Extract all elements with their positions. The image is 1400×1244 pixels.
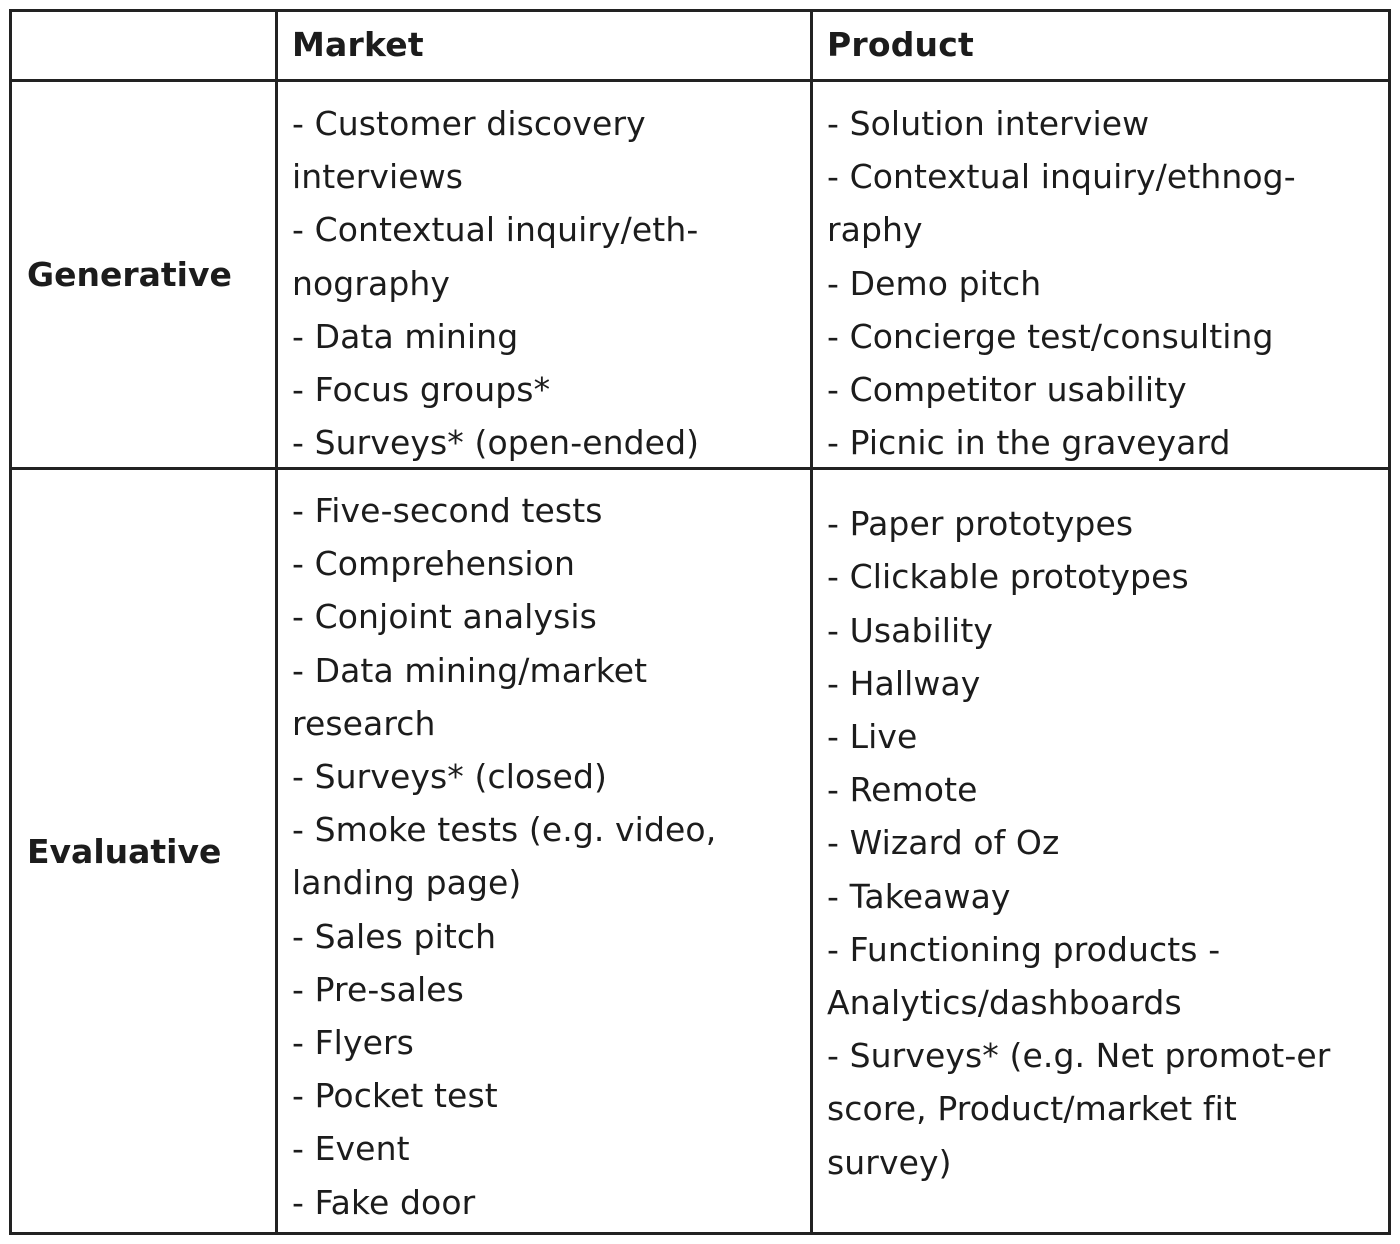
row-header-generative: Generative xyxy=(12,82,278,470)
list-item: - Conjoint analysis xyxy=(292,597,597,637)
list-item: - Surveys* (e.g. Net promot-er score, Pr… xyxy=(827,1036,1331,1182)
evaluative-product-cell: - Paper prototypes - Clickable prototype… xyxy=(813,470,1388,1232)
row-header-evaluative: Evaluative xyxy=(12,470,278,1232)
list-item: - Pre-sales xyxy=(292,969,464,1009)
list-item: - Usability xyxy=(827,610,993,650)
list-item: - Clickable prototypes xyxy=(827,557,1189,597)
list-item: - Flyers xyxy=(292,1023,414,1063)
list-item: - Surveys* (closed) xyxy=(292,757,607,797)
list-item: - Customer discovery interviews xyxy=(292,104,646,197)
list-item: - Data mining xyxy=(292,316,519,356)
list-item: - Smoke tests (e.g. video, landing page) xyxy=(292,810,717,903)
list-item: - Contextual inquiry/ethnog-raphy xyxy=(827,157,1296,250)
list-item: - Demo pitch xyxy=(827,263,1042,303)
list-item: - Solution interview xyxy=(827,104,1150,143)
list-item: - Competitor usability xyxy=(827,370,1187,410)
list-item: - Contextual inquiry/eth-nography xyxy=(292,210,699,303)
list-item: - Fake door xyxy=(292,1182,476,1222)
list-item: - Data mining/market research xyxy=(292,650,648,743)
list-item: - Surveys* (open-ended) xyxy=(292,423,700,463)
list-item: - Focus groups* xyxy=(292,370,551,410)
list-item: - Wizard of Oz xyxy=(827,823,1060,863)
list-item: - Paper prototypes xyxy=(827,504,1134,544)
list-item: - Takeaway xyxy=(827,876,1011,916)
research-methods-table: Market Product Generative - Customer dis… xyxy=(9,9,1391,1235)
list-item: - Concierge test/consulting xyxy=(827,316,1274,356)
generative-product-cell: - Solution interview - Contextual inquir… xyxy=(813,82,1388,470)
list-item: - Sales pitch xyxy=(292,916,497,956)
list-item: - Pocket test xyxy=(292,1076,498,1116)
list-item: - Event xyxy=(292,1129,410,1169)
corner-cell xyxy=(12,12,278,82)
list-item: - Live xyxy=(827,716,918,756)
column-header-market: Market xyxy=(278,12,813,82)
list-item: - Comprehension xyxy=(292,544,575,584)
list-item: - Functioning products - Analytics/dashb… xyxy=(827,929,1221,1022)
list-item: - Five-second tests xyxy=(292,491,603,530)
column-header-product: Product xyxy=(813,12,1388,82)
evaluative-market-cell: - Five-second tests - Comprehension - Co… xyxy=(278,470,813,1232)
list-item: - Remote xyxy=(827,770,978,810)
list-item: - Hallway xyxy=(827,663,981,703)
list-item: - Picnic in the graveyard xyxy=(827,423,1231,463)
generative-market-cell: - Customer discovery interviews - Contex… xyxy=(278,82,813,470)
